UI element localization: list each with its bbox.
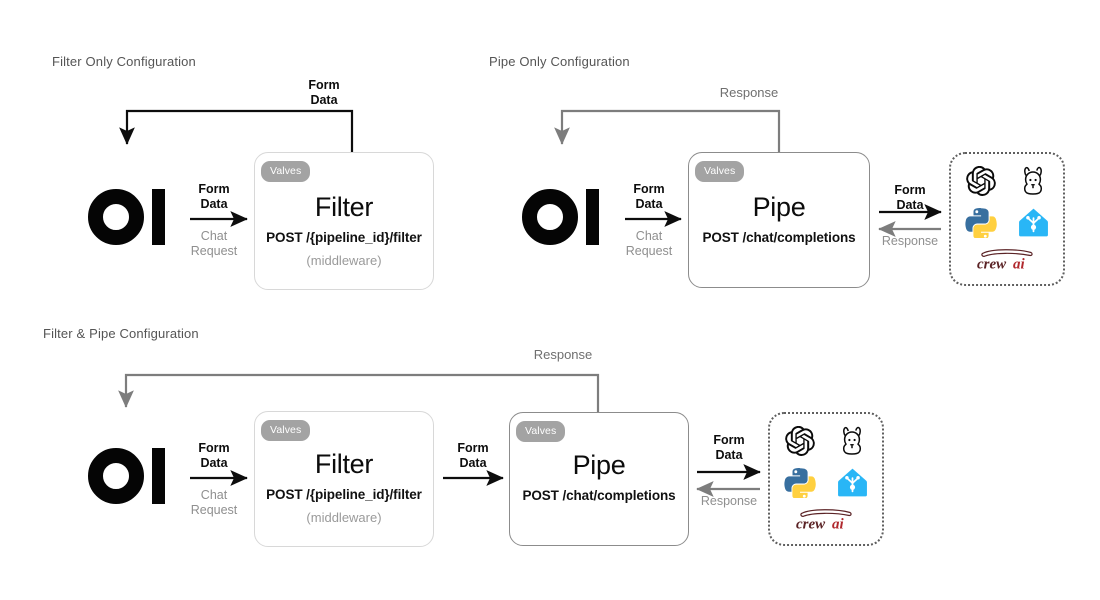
valves-badge[interactable]: Valves [261,420,311,441]
logo-o-ring [522,189,578,245]
crewai-icon: crew ai [776,503,876,537]
home-assistant-icon [826,461,878,503]
svg-text:ai: ai [832,516,845,532]
filter-card-endpoint: POST /{pipeline_id}/filter [266,487,422,503]
s2-provider-label-top: Form Data [894,183,926,212]
svg-text:crew: crew [977,256,1007,272]
valves-badge[interactable]: Valves [695,161,745,182]
s3-provider-label-top: Form Data [713,433,745,462]
ollama-icon [1007,161,1059,201]
s3-feedback-path [118,373,600,412]
logo-o-ring [88,448,144,504]
s3-oi-filter-label-top: Form Data [198,441,230,470]
provider-icon-grid: crew ai [951,154,1063,284]
section-title-pipe-only: Pipe Only Configuration [489,54,630,69]
python-icon [774,461,826,503]
s1-forward-label-top: Form Data [198,182,230,211]
s3-oi-filter-label-bottom: Chat Request [190,488,238,517]
open-webui-logo-3 [88,448,165,504]
logo-i-bar [152,448,165,504]
section-title-filter-pipe: Filter & Pipe Configuration [43,326,199,341]
open-webui-logo-2 [522,189,599,245]
pipe-card-title: Pipe [572,450,626,480]
valves-badge[interactable]: Valves [516,421,566,442]
filter-card-title: Filter [314,192,374,222]
svg-text:ai: ai [1013,256,1026,272]
pipe-card-title: Pipe [752,192,806,222]
pipe-card-2[interactable]: Valves Pipe POST /chat/completions [509,412,689,546]
logo-o-ring [88,189,144,245]
filter-card-note: (middleware) [306,253,382,269]
pipe-card-endpoint: POST /chat/completions [702,230,856,246]
pipe-card-1[interactable]: Valves Pipe POST /chat/completions [688,152,870,288]
provider-icon-grid: crew ai [770,414,882,544]
section-title-filter-only: Filter Only Configuration [52,54,196,69]
home-assistant-icon [1007,201,1059,243]
python-icon [955,201,1007,243]
s2-forward-label-bottom: Chat Request [625,229,673,258]
s2-provider-label-bottom: Response [881,234,939,248]
logo-i-bar [586,189,599,245]
provider-box-1: crew ai [949,152,1065,286]
s3-feedback-label: Response [533,347,593,362]
ollama-icon [826,421,878,461]
svg-text:crew: crew [796,516,826,532]
s3-provider-arrows [696,464,761,497]
filter-card-title: Filter [314,449,374,479]
filter-card-1[interactable]: Valves Filter POST /{pipeline_id}/filter… [254,152,434,290]
s1-forward-label-bottom: Chat Request [190,229,238,258]
s2-feedback-label: Response [719,85,779,100]
crewai-icon: crew ai [957,243,1057,277]
openai-icon [774,421,826,461]
s1-feedback-label: Form Data [308,78,340,107]
open-webui-logo-1 [88,189,165,245]
pipe-card-endpoint: POST /chat/completions [522,488,676,504]
logo-i-bar [152,189,165,245]
s3-provider-label-bottom: Response [700,494,758,508]
s2-feedback-path [554,109,781,152]
openai-icon [955,161,1007,201]
filter-card-2[interactable]: Valves Filter POST /{pipeline_id}/filter… [254,411,434,547]
s2-provider-arrows [878,204,942,237]
provider-box-2: crew ai [768,412,884,546]
filter-card-note: (middleware) [306,510,382,526]
filter-card-endpoint: POST /{pipeline_id}/filter [266,230,422,246]
s3-filter-pipe-label: Form Data [457,441,489,470]
s1-feedback-path [119,109,354,152]
valves-badge[interactable]: Valves [261,161,311,182]
s2-forward-label-top: Form Data [633,182,665,211]
